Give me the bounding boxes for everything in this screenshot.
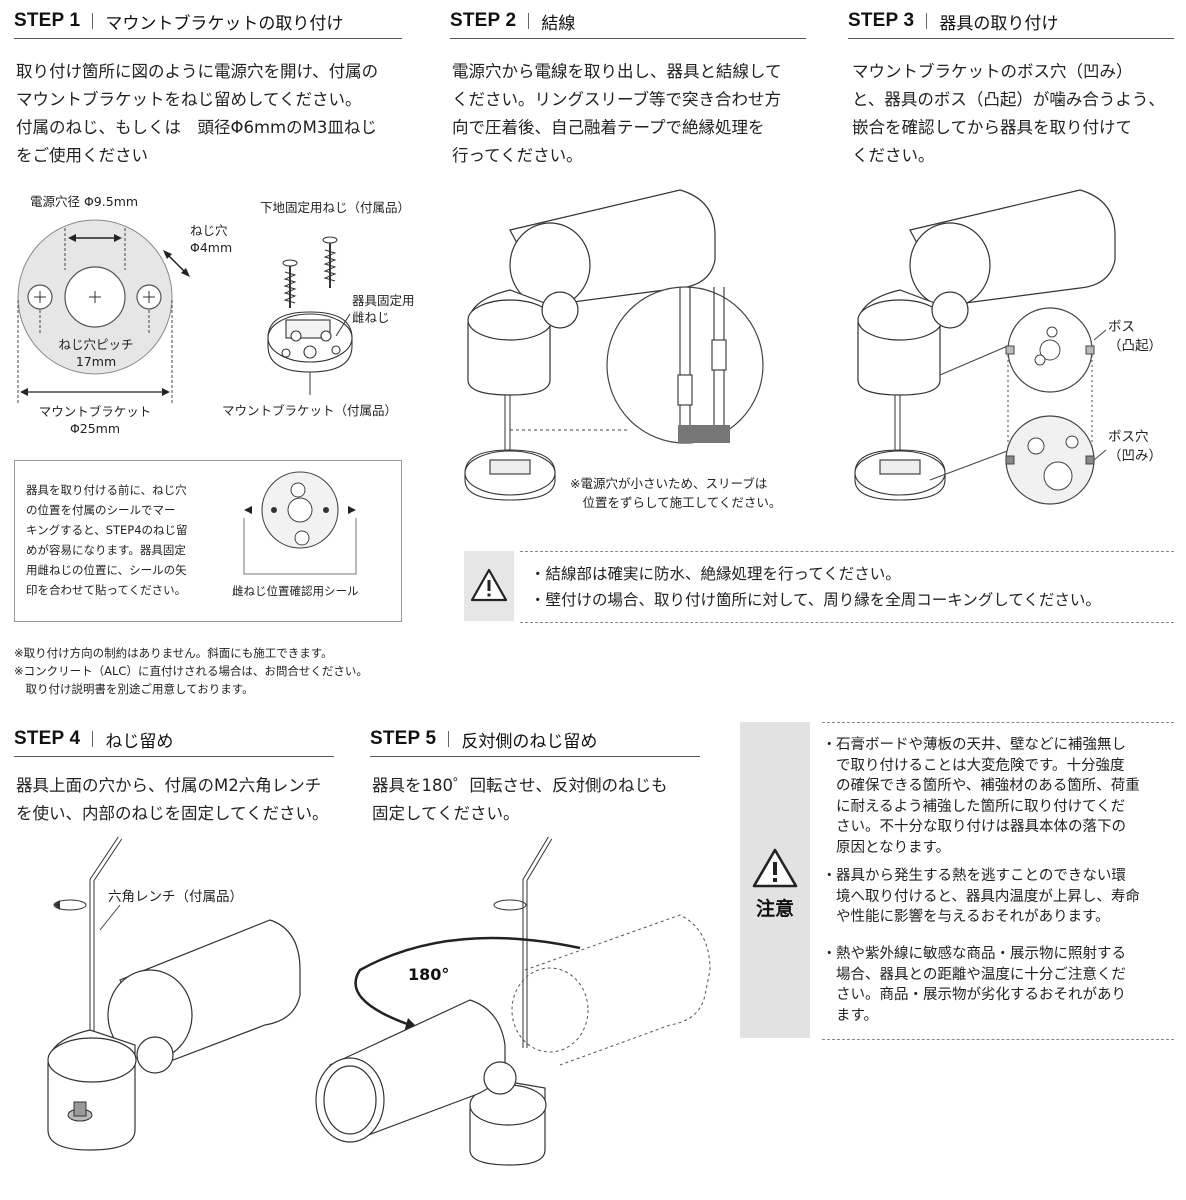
base-screw-right	[322, 236, 338, 288]
base-screw-left	[282, 259, 298, 308]
label-boss: ボス （凸起）	[1108, 319, 1162, 354]
label-bracket-item: マウントブラケット（付属品）	[222, 403, 398, 418]
sticker-label: 雌ねじ位置確認用シール	[232, 584, 359, 598]
label-pitch: ねじ穴ピッチ 17mm	[58, 337, 134, 369]
caution-warning-icon	[752, 848, 798, 888]
sticker-note-text: 器具を取り付ける前に、ねじ穴 の位置を付属のシールでマー キングすると、STEP…	[26, 483, 188, 597]
warning-icon	[470, 568, 508, 602]
label-hex-wrench: 六角レンチ（付属品）	[108, 889, 243, 905]
caution-item-3-text: 熱や紫外線に敏感な商品・展示物に照射する 場合、器具との距離や温度に十分ご注意く…	[836, 946, 1126, 1024]
step3-header: STEP 3 器具の取り付け	[848, 4, 1174, 39]
warning-line-1: ・結線部は確実に防水、絶縁処理を行ってください。	[530, 565, 901, 583]
wiring-illustration	[464, 189, 764, 501]
step4-divider	[92, 731, 94, 747]
sticker-note-box	[14, 460, 402, 622]
step2-divider	[528, 13, 530, 29]
label-base-screw: 下地固定用ねじ（付属品）	[260, 200, 411, 215]
rotate-illustration	[315, 836, 711, 1166]
step5-header: STEP 5 反対側のねじ留め	[370, 722, 700, 757]
step1-header: STEP 1 マウントブラケットの取り付け	[14, 4, 402, 39]
label-180-degrees: 180°	[408, 965, 450, 984]
step3-divider	[926, 13, 928, 29]
caution-item-2-text: 器具から発生する熱を逃すことのできない環 境へ取り付けると、器具内温度が上昇し、…	[836, 868, 1140, 925]
bracket-illustration	[267, 311, 353, 373]
label-power-hole: 電源穴径 Φ9.5mm	[30, 194, 139, 209]
step1-footnotes: ※取り付け方向の制約はありません。斜面にも施工できます。 ※コンクリート（ALC…	[14, 646, 368, 696]
caution-box	[822, 722, 1174, 1040]
sticker-illustration	[243, 471, 357, 575]
step1-title: マウントブラケットの取り付け	[105, 13, 344, 34]
step5-instructions: 器具を180゜回転させ、反対側のねじも 固定してください。	[372, 776, 668, 823]
bracket-dimension-diagram	[17, 219, 353, 405]
step4-title: ねじ留め	[105, 731, 174, 752]
boss-hole-disc	[1005, 415, 1095, 505]
step1-divider	[92, 13, 94, 29]
step2-title: 結線	[541, 13, 576, 34]
step2-number: STEP 2	[450, 10, 517, 31]
warning-mid-box	[520, 551, 1174, 623]
warning-line-2: ・壁付けの場合、取り付け箇所に対して、周り縁を全周コーキングしてください。	[530, 591, 1101, 609]
caution-item-3: ・ 熱や紫外線に敏感な商品・展示物に照射する 場合、器具との距離や温度に十分ご注…	[822, 944, 1172, 1026]
label-bracket-diameter: マウントブラケット Φ25mm	[38, 404, 152, 436]
step1-number: STEP 1	[14, 10, 81, 31]
fitting-illustration	[854, 189, 1116, 505]
step3-title: 器具の取り付け	[939, 13, 1059, 34]
caution-item-1-text: 石膏ボードや薄板の天井、壁などに補強無し で取り付けることは大変危険です。十分強…	[836, 737, 1140, 856]
label-female-screw: 器具固定用 雌ねじ	[352, 293, 415, 325]
step5-title: 反対側のねじ留め	[461, 731, 598, 752]
caution-item-1: ・ 石膏ボードや薄板の天井、壁などに補強無し で取り付けることは大変危険です。十…	[822, 735, 1172, 858]
step2-instructions: 電源穴から電線を取り出し、器具と結線して ください。リングスリーブ等で突き合わせ…	[452, 62, 782, 165]
step4-number: STEP 4	[14, 728, 81, 749]
step4-header: STEP 4 ねじ留め	[14, 722, 334, 757]
caution-item-2: ・ 器具から発生する熱を逃すことのできない環 境へ取り付けると、器具内温度が上昇…	[822, 866, 1172, 928]
step5-divider	[448, 731, 450, 747]
label-boss-hole: ボス穴 （凹み）	[1108, 429, 1162, 464]
caution-label: 注意	[755, 898, 794, 920]
step3-instructions: マウントブラケットのボス穴（凹み） と、器具のボス（凸起）が噛み合うよう、 嵌合…	[852, 62, 1165, 165]
screw-fastening-illustration	[47, 836, 301, 1151]
warning-mid-lines: ・結線部は確実に防水、絶縁処理を行ってください。 ・壁付けの場合、取り付け箇所に…	[530, 561, 1170, 613]
zoom-detail-circle	[606, 286, 764, 444]
step1-instructions: 取り付け箇所に図のように電源穴を開け、付属の マウントブラケットをねじ留めしてく…	[16, 62, 379, 165]
step2-header: STEP 2 結線	[450, 4, 806, 39]
step2-note: ※電源穴が小さいため、スリーブは 位置をずらして施工してください。	[570, 476, 782, 510]
step5-number: STEP 5	[370, 728, 437, 749]
step4-instructions: 器具上面の穴から、付属のM2六角レンチ を使い、内部のねじを固定してください。	[16, 776, 329, 823]
step3-number: STEP 3	[848, 10, 915, 31]
label-screw-hole: ねじ穴 Φ4mm	[190, 223, 233, 255]
